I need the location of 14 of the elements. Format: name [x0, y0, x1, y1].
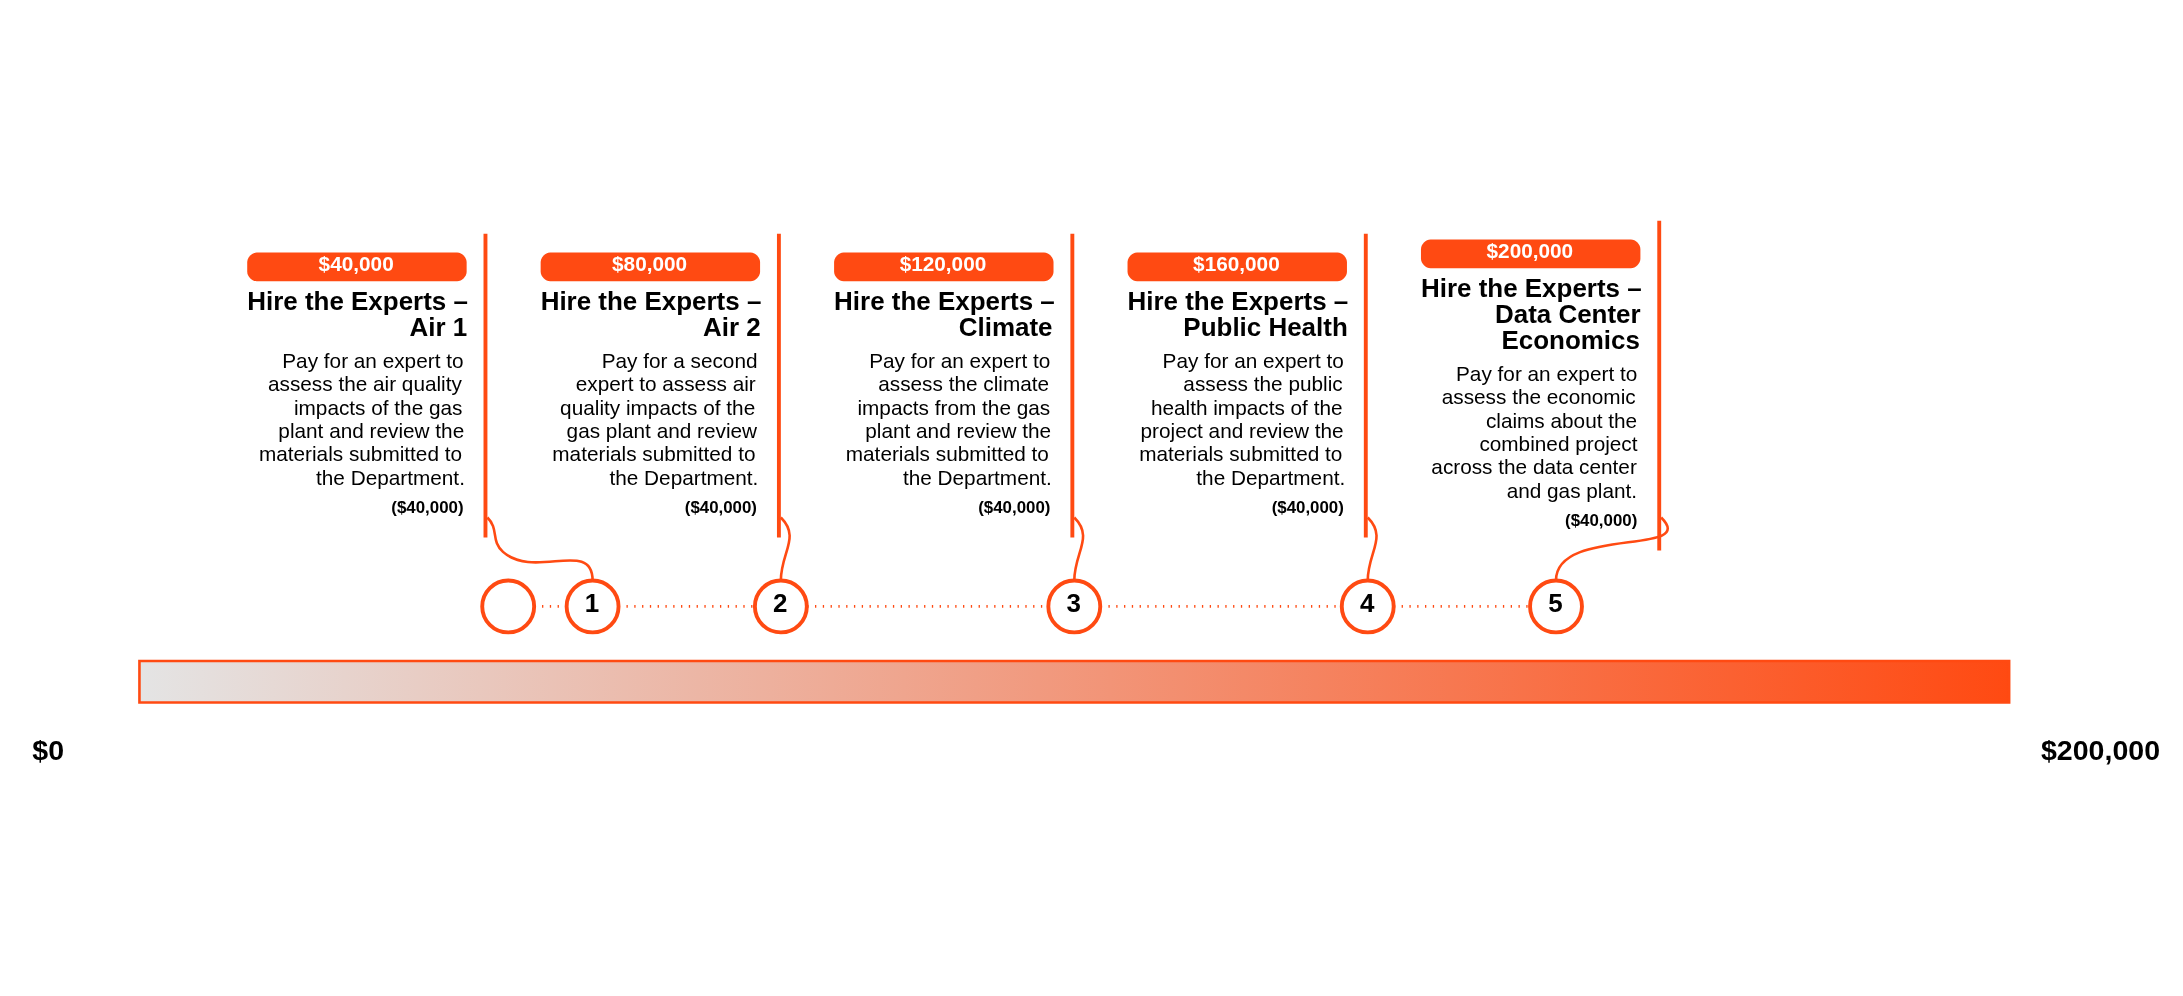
- node-circle: 1: [564, 578, 621, 635]
- node-circle: 2: [752, 578, 809, 635]
- connector: [1073, 516, 1085, 581]
- connector: [1366, 516, 1378, 581]
- node-circle: 5: [1528, 578, 1584, 635]
- label: $0: [32, 734, 65, 767]
- connector: [779, 516, 791, 581]
- label: $200,000: [2040, 734, 2161, 767]
- connector: [1393, 605, 1531, 608]
- node-circle: [480, 578, 537, 635]
- connector: [486, 516, 594, 581]
- node-bar: [138, 659, 2011, 704]
- node-circle: 3: [1046, 578, 1103, 635]
- node-circle: 4: [1339, 578, 1396, 635]
